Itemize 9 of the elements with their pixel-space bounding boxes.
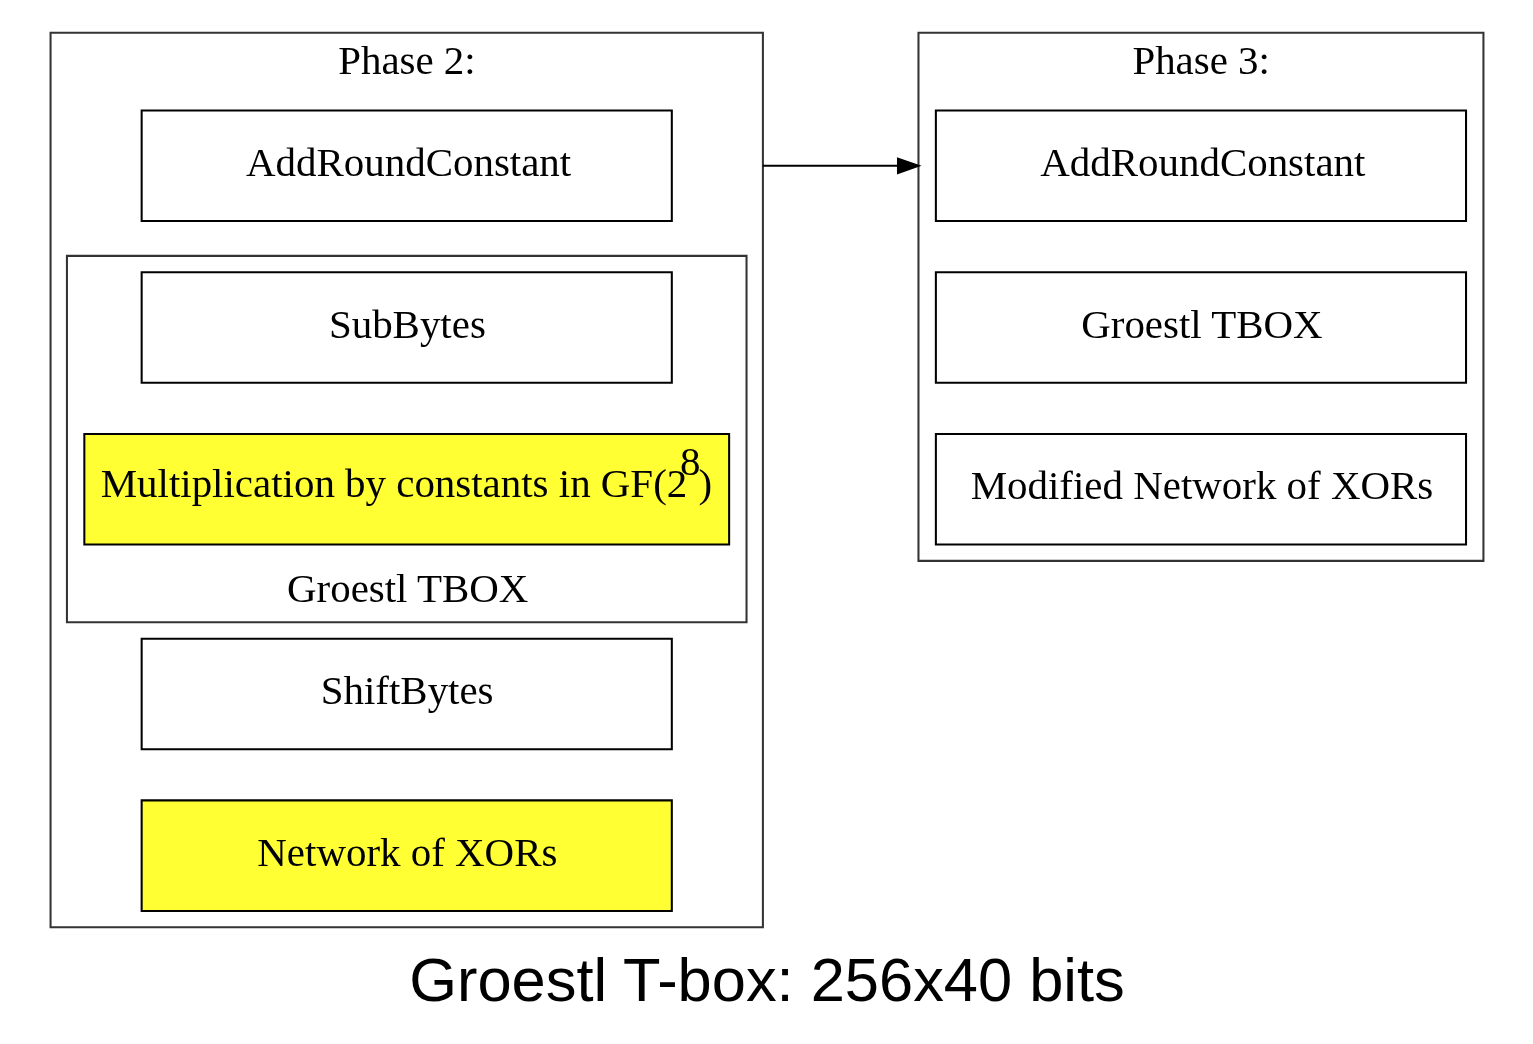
node-box: Network of XORs (140, 799, 673, 912)
arrow (762, 157, 922, 175)
node-box: AddRoundConstant (140, 109, 673, 223)
node-box: AddRoundConstant (934, 109, 1467, 223)
node-box: Groestl TBOX (934, 271, 1467, 384)
node-box: SubBytes (140, 271, 673, 384)
caption: Groestl T-box: 256x40 bits (408, 944, 1125, 1014)
node-box: Modified Network of XORs (934, 432, 1467, 546)
node-box: ShiftBytes (140, 637, 673, 751)
